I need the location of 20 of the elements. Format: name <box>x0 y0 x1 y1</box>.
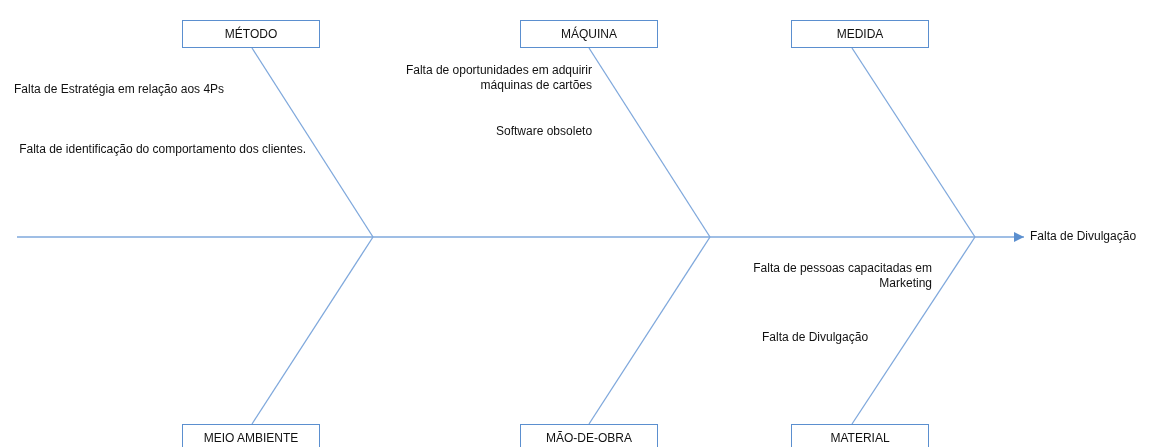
bone-line <box>588 236 711 425</box>
cause-label: Falta de Estratégia em relação aos 4Ps <box>14 82 226 97</box>
bone-line <box>851 47 976 238</box>
cause-label: Falta de oportunidades em adquirir máquinas de cartões <box>404 63 592 93</box>
cause-label: Software obsoleto <box>496 124 594 139</box>
bone-line <box>588 47 711 238</box>
category-box: MATERIAL <box>791 424 929 447</box>
category-box: MÃO-DE-OBRA <box>520 424 658 447</box>
category-box: MEIO AMBIENTE <box>182 424 320 447</box>
cause-label: Falta de identificação do comportamento dos clientes. <box>18 142 306 157</box>
bone-line <box>851 236 976 425</box>
effect-label: Falta de Divulgação <box>1030 229 1137 243</box>
spine-arrow <box>16 232 1025 242</box>
category-box: MEDIDA <box>791 20 929 48</box>
category-box: MÉTODO <box>182 20 320 48</box>
category-box: MÁQUINA <box>520 20 658 48</box>
bone-line <box>251 47 374 238</box>
cause-label: Falta de pessoas capacitadas em Marketing <box>752 261 932 291</box>
bone-line <box>251 236 374 425</box>
cause-label: Falta de Divulgação <box>762 330 870 345</box>
